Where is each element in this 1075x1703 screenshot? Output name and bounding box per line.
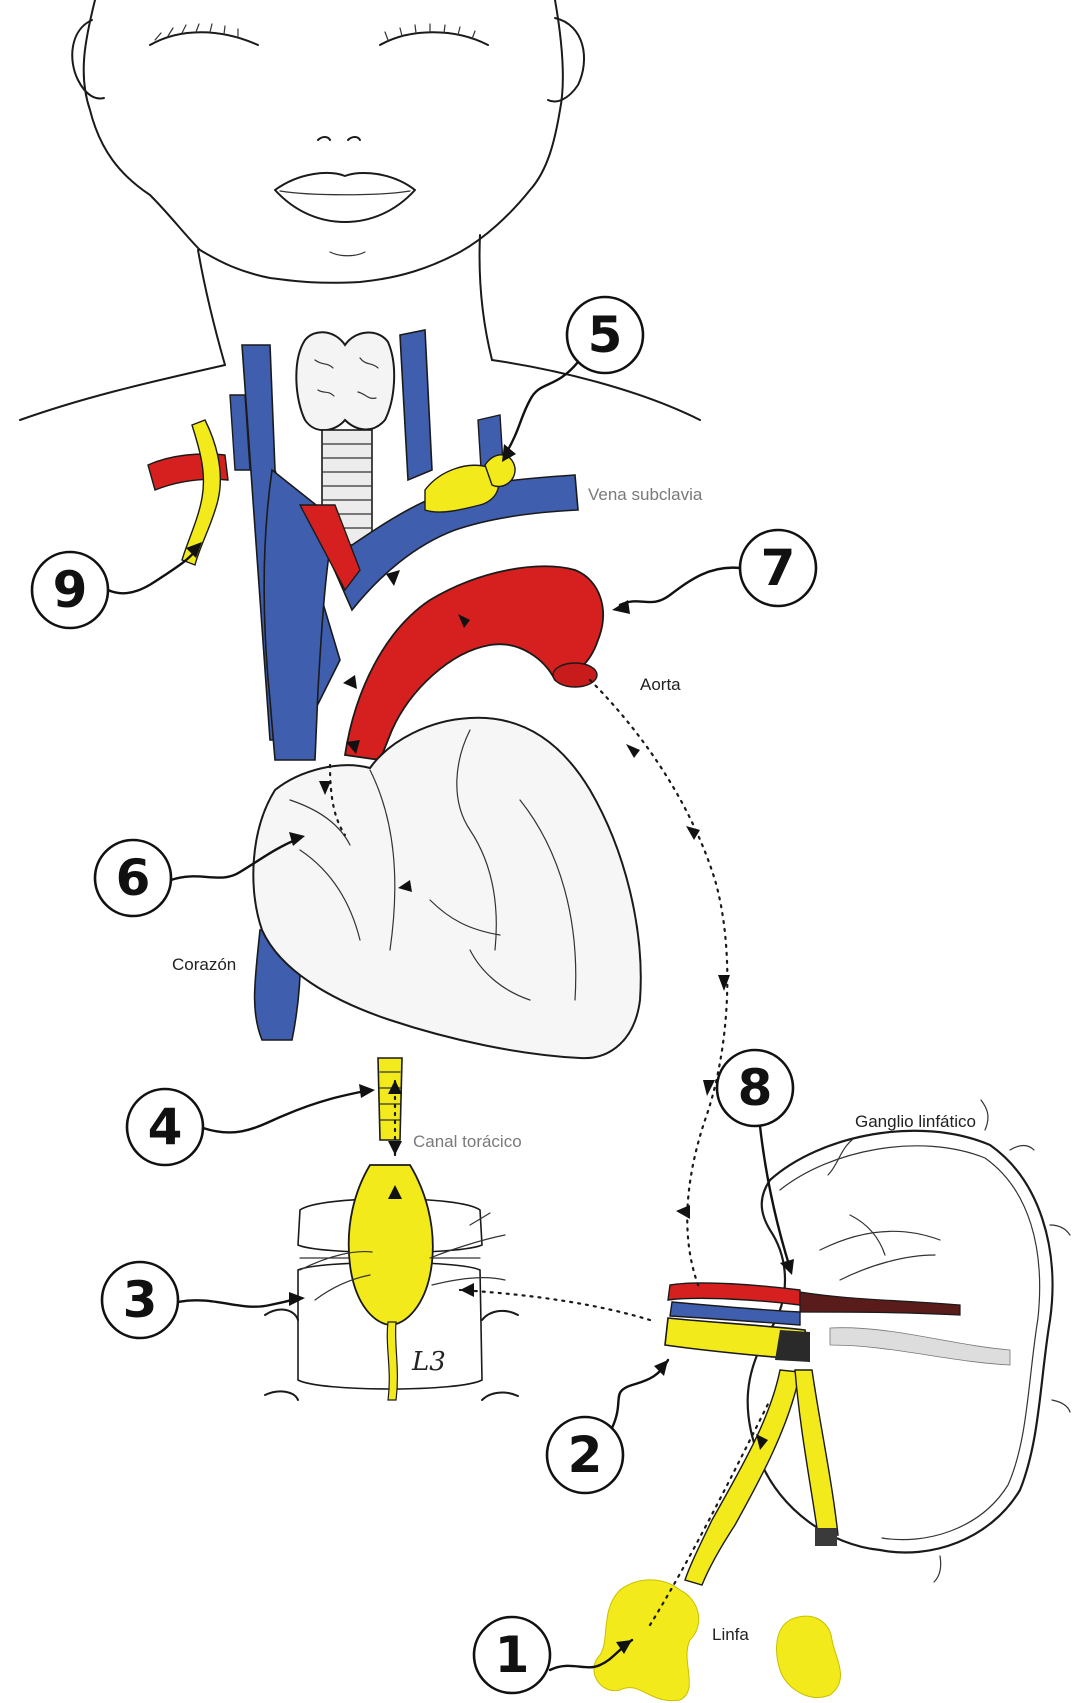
- label-subclavian-vein: Vena subclavia: [588, 485, 703, 504]
- heart: [253, 718, 640, 1058]
- number-2: 2: [568, 1426, 603, 1484]
- label-lymph-node: Ganglio linfático: [855, 1112, 976, 1131]
- face-features: [150, 24, 488, 256]
- head-outline: [72, 0, 584, 283]
- number-6: 6: [116, 849, 151, 907]
- number-7: 7: [761, 539, 796, 597]
- number-1: 1: [495, 1626, 530, 1684]
- callout-2: [547, 1360, 668, 1493]
- number-9: 9: [53, 561, 88, 619]
- number-3: 3: [123, 1271, 158, 1329]
- number-8: 8: [738, 1059, 773, 1117]
- number-5: 5: [588, 306, 623, 364]
- afferent-lymph-vessels: [594, 1370, 841, 1701]
- label-aorta: Aorta: [640, 675, 681, 694]
- label-thoracic-duct: Canal torácico: [413, 1132, 522, 1151]
- label-lymph: Linfa: [712, 1625, 749, 1644]
- thoracic-duct: [378, 1058, 402, 1140]
- label-vertebra-l3: L3: [411, 1347, 446, 1377]
- label-heart: Corazón: [172, 955, 236, 974]
- number-4: 4: [148, 1098, 183, 1156]
- thyroid: [296, 332, 394, 430]
